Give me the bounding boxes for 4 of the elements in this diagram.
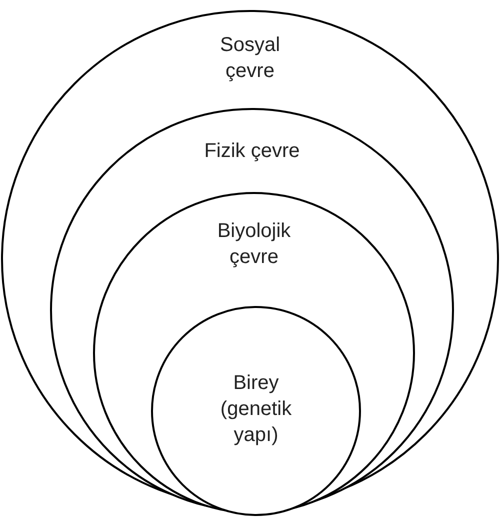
layer-label: Fizik çevre xyxy=(203,139,301,164)
layer-label: Sosyal çevre xyxy=(218,33,282,84)
layer-label: Biyolojik çevre xyxy=(216,219,292,270)
layer-label: Birey (genetik yapı) xyxy=(219,371,293,448)
